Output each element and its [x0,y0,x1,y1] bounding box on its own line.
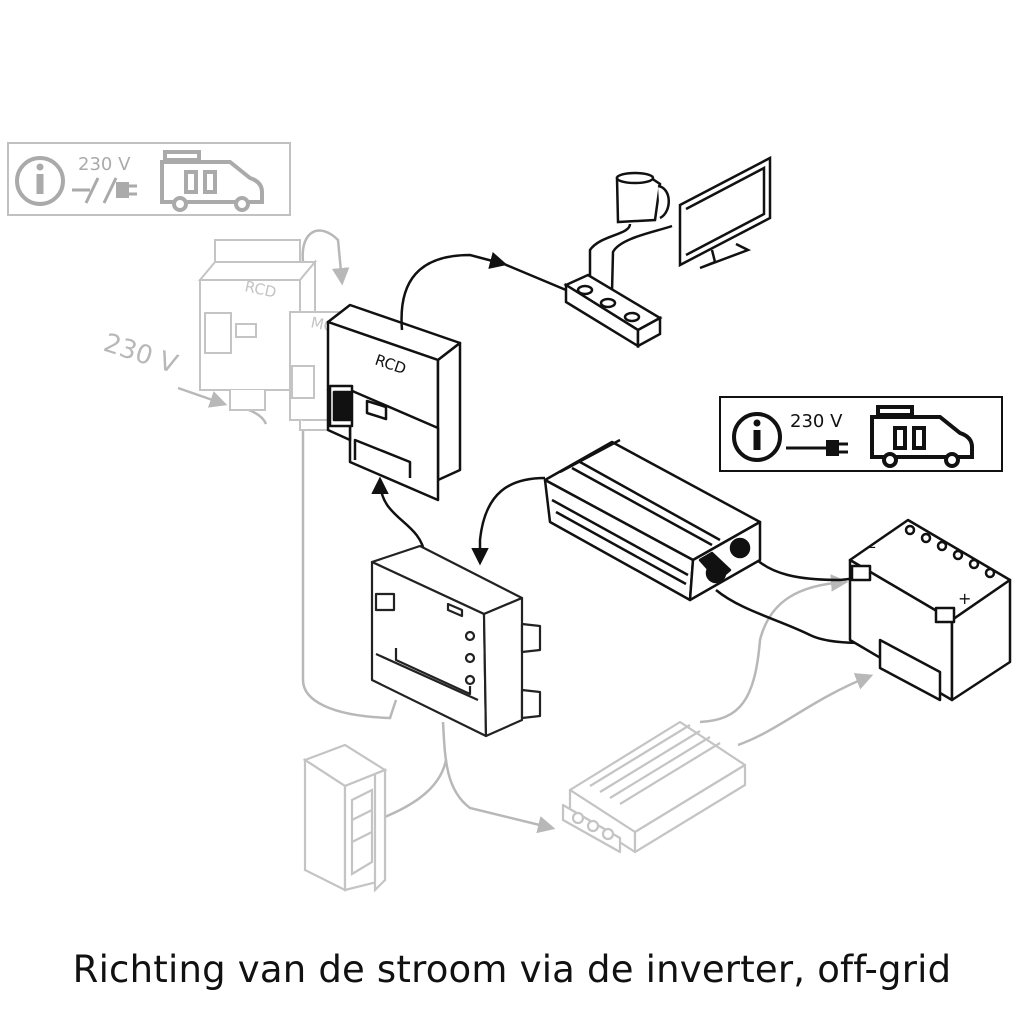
info-icon [15,156,65,206]
camper-icon [870,405,974,468]
battery-plus-label: + [958,589,971,608]
info-grid-voltage: 230 V [78,154,131,175]
control-box [370,544,542,738]
rcd-active-module [326,303,462,502]
battery-minus-label: – [868,537,876,556]
fridge-icon [302,743,388,893]
monitor-icon [678,155,772,270]
kettle-cable [588,223,632,285]
power-strip-icon [563,273,663,349]
info-box-grid-disconnected: 230 V [7,142,291,216]
inverter-device [543,438,762,602]
monitor-cable [610,224,673,293]
distribution-panel-faded [197,239,346,431]
charger-icon [561,720,747,854]
grid-input-voltage: 230 V [100,328,181,380]
camper-icon [160,150,264,212]
battery-icon [848,518,1012,702]
unplugged-icon [72,177,137,204]
info-box-inverter-connected: 230 V [719,396,1003,472]
plugged-icon [786,440,848,456]
info-inverter-voltage: 230 V [790,411,843,432]
info-icon [732,412,782,462]
kettle-icon [615,171,670,224]
diagram-caption: Richting van de stroom via de inverter, … [72,948,952,991]
